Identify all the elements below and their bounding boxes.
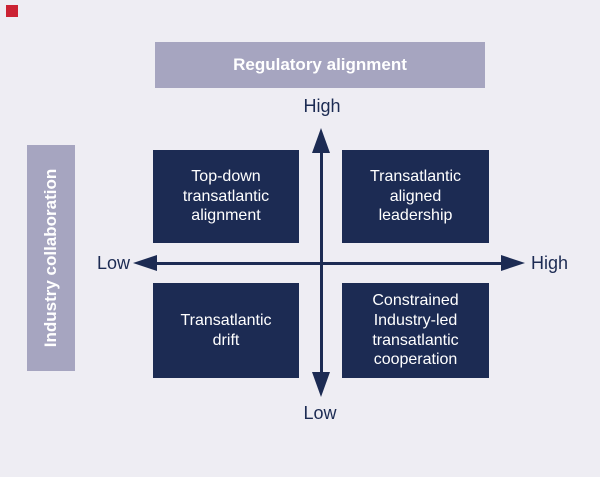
- arrow-left-icon: [133, 255, 157, 271]
- arrow-up-icon: [312, 128, 330, 153]
- quadrant-top-left: Top-down transatlantic alignment: [153, 150, 299, 243]
- vertical-axis-low-label: Low: [303, 403, 337, 423]
- red-marker-square: [6, 5, 18, 17]
- horizontal-axis-low-label: Low: [96, 253, 130, 273]
- vertical-axis-high-label: High: [303, 96, 341, 116]
- arrow-right-icon: [501, 255, 525, 271]
- quadrant-bottom-left-label: Transatlantic drift: [180, 311, 272, 349]
- quadrant-top-left-label: Top-down transatlantic alignment: [182, 168, 270, 225]
- horizontal-axis-line: [152, 262, 504, 265]
- left-axis-banner: Industry collaboration: [27, 145, 75, 371]
- quadrant-bottom-left: Transatlantic drift: [153, 283, 299, 378]
- left-axis-banner-label: Industry collaboration: [41, 168, 60, 348]
- arrow-down-icon: [312, 372, 330, 397]
- quadrant-bottom-right: Constrained Industry-led transatlantic c…: [342, 283, 489, 378]
- top-axis-banner: Regulatory alignment: [155, 42, 485, 88]
- quadrant-top-right: Transatlantic aligned leadership: [342, 150, 489, 243]
- quadrant-top-right-label: Transatlantic aligned leadership: [370, 168, 461, 225]
- quadrant-bottom-right-label: Constrained Industry-led transatlantic c…: [372, 292, 459, 369]
- top-axis-banner-label: Regulatory alignment: [233, 55, 407, 74]
- horizontal-axis-high-label: High: [531, 253, 569, 273]
